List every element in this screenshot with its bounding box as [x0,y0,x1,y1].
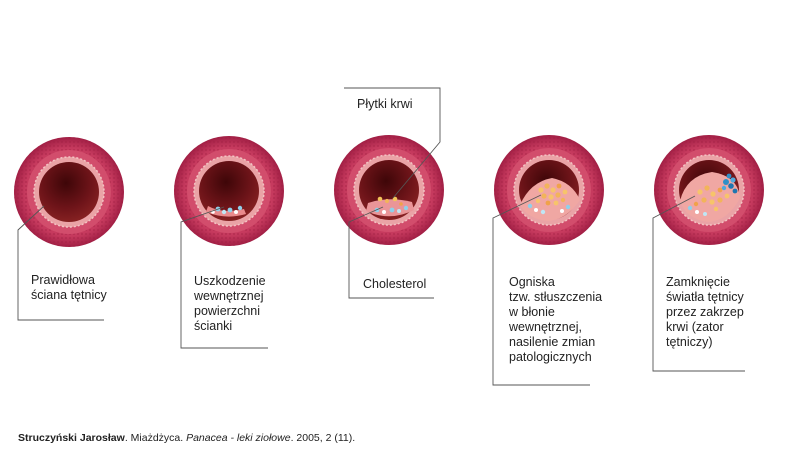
citation-journal: Panacea - leki ziołowe [186,432,291,444]
label-platelets: Płytki krwi [357,97,413,111]
leader-stage1 [17,205,104,321]
leader-lines [17,87,745,386]
label-stage4: Ogniska tzw. stłuszczenia w błonie wewnę… [509,275,603,364]
cholesterol-particles [535,183,568,206]
leader-stage5 [652,195,745,372]
cholesterol-particles [377,196,403,206]
lumen [39,162,99,222]
leader-stage4 [492,194,590,386]
artery-plaque [494,135,604,245]
platelet-cells [527,203,571,215]
citation-details: . 2005, 2 (11). [290,432,356,444]
leader-stage2 [180,206,268,349]
citation-title: . Miażdżyca. [124,432,187,444]
label-stage1: Prawidłowa ściana tętnicy [31,273,107,302]
leader-stage3 [348,206,434,299]
cholesterol-particles [693,185,730,212]
label-stage2: Uszkodzenie wewnętrznej powierzchni ścia… [194,274,266,333]
artery-damaged [174,136,284,246]
leader-platelets [344,87,441,199]
citation-author: Struczyński Jarosław [18,432,125,444]
thrombus-clot [721,173,738,194]
label-stage5: Zamknięcie światła tętnicy przez zakrzep… [666,275,744,349]
artery-normal [14,137,124,247]
artery-occluded [654,135,764,245]
artery-cholesterol [334,135,444,245]
citation: Struczyński Jarosław. Miażdżyca. Panacea… [18,432,355,444]
platelet-cells [687,205,707,216]
label-stage3: Cholesterol [363,277,427,291]
